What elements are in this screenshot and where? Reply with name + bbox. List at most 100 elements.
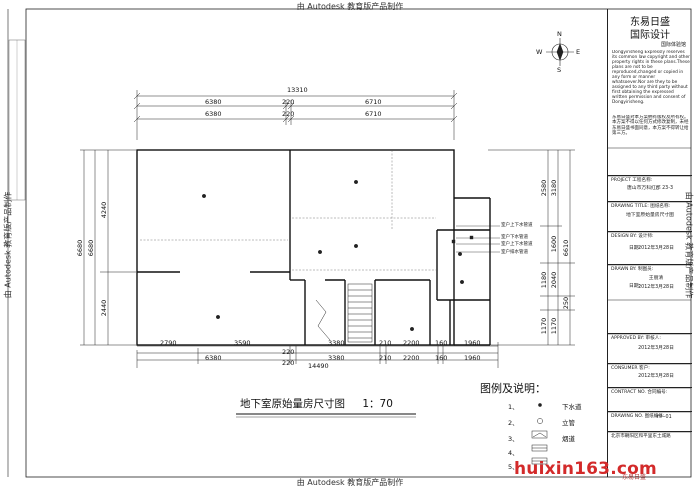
drawn-by-row: DRAWN BY: 制图员: 王丽清 日期: 2012年3月28日 — [608, 264, 692, 299]
dim-bottom-row1-d: 210 — [379, 339, 392, 347]
dim-bottom-row1-a: 2790 — [160, 339, 177, 347]
site-watermark-sub: 东易日盛 — [622, 474, 647, 481]
dim-left-outer: 6680 — [76, 239, 84, 257]
top-dimension-lines — [133, 90, 458, 140]
dim-right-col1-b: 1180 — [540, 271, 548, 289]
drawing-scale: 1：70 — [362, 398, 393, 410]
compass-n: N — [557, 30, 562, 38]
company-name-line1: 东易日盛 — [630, 17, 670, 28]
interior-dimension-lines — [140, 150, 436, 271]
dim-bottom-row2-b: 3380 — [328, 354, 345, 362]
drawing-title-value: 地下室原始量房尺寸图 — [626, 212, 674, 218]
dim-bottom-row1-f: 160 — [435, 339, 448, 347]
dim-right-col1-c: 1170 — [540, 317, 548, 335]
compass-w: W — [536, 48, 543, 56]
legend-symbols — [531, 403, 548, 465]
legend-num-4: 4、 — [508, 449, 519, 457]
copyright-english: Dongyirisheng Expressly reserves its com… — [612, 50, 690, 105]
address-row: 北京市朝阳区和平里东土城路 — [608, 431, 692, 445]
legend-num-5: 5、 — [508, 463, 519, 471]
dim-bottom-row2-d: 2200 — [403, 354, 420, 362]
dim-bottom-row1-b: 3590 — [234, 339, 251, 347]
dim-bottom-row2-e: 160 — [435, 354, 448, 362]
drain-markers — [201, 179, 474, 332]
approved-label: APPROVED BY: 审核人: — [611, 336, 661, 341]
design-date-value: 2012年3月28日 — [638, 246, 674, 252]
design-by-row: DESIGN BY: 设计师: 日期: 2012年3月28日 — [608, 231, 692, 264]
project-label: PROJECT 工程名称: — [611, 178, 653, 183]
dim-right-small: 250 — [562, 296, 570, 310]
drawing-title: 地下室原始量房尺寸图 1：70 — [240, 396, 393, 411]
dim-top-row2-b: 220 — [282, 110, 295, 118]
dim-bottom-row1-e: 2200 — [403, 339, 420, 347]
dim-bottom-row2-f: 1960 — [464, 354, 481, 362]
legend-title: 图例及说明： — [480, 382, 546, 395]
compass-e: E — [576, 48, 581, 56]
title-block-lines — [607, 147, 691, 433]
dim-right-outer: 6610 — [562, 239, 570, 257]
watermark-top: 由 Autodesk 教育版产品制作 — [296, 2, 404, 11]
watermark-bottom: 由 Autodesk 教育版产品制作 — [296, 478, 404, 487]
drawn-date-value: 2012年3月28日 — [638, 284, 674, 290]
dim-top-row1-c: 6710 — [365, 98, 382, 106]
callout-1: 室户上下水管道 — [501, 223, 533, 228]
dim-bottom-row1-g: 1960 — [464, 339, 481, 347]
legend-label-1: 下水道 — [562, 403, 582, 411]
dim-top-row2-c: 6710 — [365, 110, 382, 118]
drawing-title-label: DRAWING TITLE: 图纸名称: — [611, 204, 671, 209]
design-by-label: DESIGN BY: 设计师: — [611, 234, 654, 239]
dim-right-col2-d: 1170 — [550, 317, 558, 335]
drawing-title-underline — [236, 413, 416, 418]
dim-bottom-row2-a: 6380 — [205, 354, 222, 362]
drawing-no-label: DRAWING NO. 图纸编号: — [611, 414, 665, 419]
bottom-dimension-lines — [136, 342, 499, 368]
dim-bottom-total: 14490 — [308, 362, 329, 370]
address-text: 北京市朝阳区和平里东土城路 — [611, 434, 671, 439]
legend-num-2: 2、 — [508, 419, 519, 427]
callout-4: 室户排水管道 — [501, 250, 528, 255]
dim-left-seg-1: 4240 — [100, 201, 108, 219]
consumer-date-value: 2012年3月28日 — [638, 373, 674, 379]
drawn-date-label: 日期: — [629, 284, 641, 290]
staircase — [315, 283, 373, 343]
dim-left-mid: 6680 — [87, 239, 95, 257]
compass-s: S — [557, 66, 562, 74]
title-block: 东易日盛 国际设计 国际体验馆 Dongyirisheng Expressly … — [607, 9, 692, 477]
dim-bottom-row2-c: 210 — [379, 354, 392, 362]
right-dimension-lines — [488, 149, 575, 346]
drawing-no-value: YP--01 — [656, 414, 672, 420]
consumer-row: CONSUMER 客户: 2012年3月28日 — [608, 363, 692, 387]
compass — [546, 38, 574, 66]
callout-2: 室户下水管道 — [501, 235, 528, 240]
walls — [136, 149, 491, 346]
dim-right-col2-c: 2040 — [550, 271, 558, 289]
dim-left-seg-2: 2440 — [100, 299, 108, 317]
contract-row: CONTRACT NO. 合同编号: — [608, 387, 692, 411]
consumer-label: CONSUMER 客户: — [611, 366, 650, 371]
company-name-line2: 国际设计 — [630, 30, 670, 41]
project-value: 唐山市万科红郡 23-3 — [627, 185, 673, 191]
project-row: PROJECT 工程名称: 唐山市万科红郡 23-3 — [608, 175, 692, 201]
approved-date-value: 2012年3月28日 — [638, 345, 674, 351]
approved-row: APPROVED BY: 审核人: 2012年3月28日 — [608, 333, 692, 363]
left-dimension-lines — [80, 149, 136, 346]
legend-num-3: 3、 — [508, 435, 519, 443]
legend-label-3: 烟道 — [562, 435, 575, 443]
legend-num-1: 1、 — [508, 403, 519, 411]
dim-right-col2-b: 1600 — [550, 235, 558, 253]
site-watermark: huixin163.com — [514, 459, 657, 479]
dim-top-row2-a: 6380 — [205, 110, 222, 118]
company-subtitle: 国际体验馆 — [660, 42, 686, 48]
contract-label: CONTRACT NO. 合同编号: — [611, 390, 668, 395]
dim-bottom-extra-b: 220 — [282, 359, 295, 367]
drawing-title-text: 地下室原始量房尺寸图 — [240, 398, 345, 410]
callout-3: 室户上下水管道 — [501, 242, 533, 247]
drawing-no-row: DRAWING NO. 图纸编号: YP--01 — [608, 411, 692, 431]
dim-top-row1-a: 6380 — [205, 98, 222, 106]
dim-right-col1-a: 2580 — [540, 179, 548, 197]
dim-top-total: 13310 — [287, 86, 308, 94]
dim-bottom-extra-a: 220 — [282, 348, 295, 356]
dim-right-col2-a: 3180 — [550, 179, 558, 197]
drawn-by-label: DRAWN BY: 制图员: — [611, 267, 654, 272]
